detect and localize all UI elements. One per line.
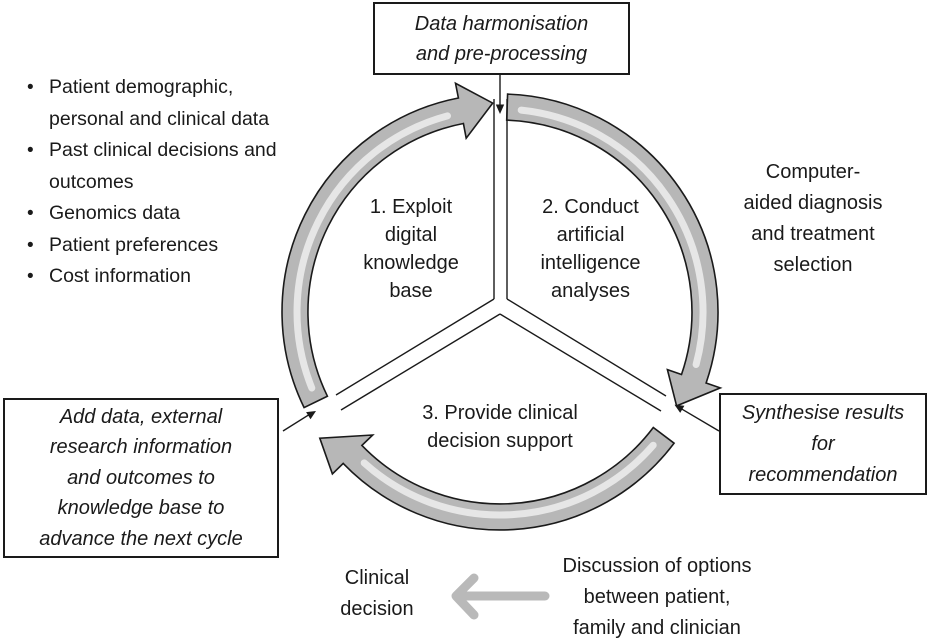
synthesise-results-line: recommendation [748,463,898,486]
data-harmonisation-box: Data harmonisation and pre-processing [373,2,630,75]
bullet-icon: • [27,140,34,161]
synthesise-results-line: Synthesise results [741,401,905,424]
bullet-icon: • [27,203,34,224]
list-item-text: Genomics data [49,202,181,224]
list-item: • Patient preferences [14,230,326,262]
clinical-decision-label: Clinical decision [340,567,414,620]
sector-divider-lines [335,99,667,412]
cycle-step-2-label: 2. Conduct artificial intelligence analy… [540,196,641,302]
cycle-step-1-label: 1. Exploit digital knowledge base [363,196,459,302]
bullet-icon: • [27,77,34,98]
data-inputs-list: • Patient demographic, personal and clin… [14,72,326,293]
list-item: • Genomics data [14,198,326,230]
bullet-icon: • [27,266,34,287]
left-connector-arrow [282,411,316,432]
add-data-box: Add data, external research information … [3,398,279,558]
add-data-line: Add data, external [59,405,223,428]
cycle-arrow-segment-3 [318,426,676,531]
list-item: • Cost information [14,261,326,293]
synthesise-results-line: for [811,432,835,455]
add-data-line: knowledge base to [57,497,225,520]
clinical-decision-arrow [451,573,550,620]
top-connector-arrow [495,75,505,114]
computer-aided-note: Computer- aided diagnosis and treatment … [743,161,883,276]
cycle-arrow-3-gloss [360,441,657,519]
cycle-arrow-2-gloss [517,106,707,368]
add-data-line: research information [49,436,233,459]
list-item-text: Cost information [49,265,191,287]
cycle-arrow-segment-1 [281,81,494,409]
data-harmonisation-line: Data harmonisation [414,12,589,35]
list-item-text: Patient demographic, personal and clinic… [49,76,270,130]
list-item-text: Past clinical decisions and outcomes [49,139,277,193]
discussion-note: Discussion of options between patient, f… [562,555,752,639]
cycle-arrow-1-gloss [293,112,451,392]
cycle-arrow-segment-2 [505,93,723,407]
list-item: • Patient demographic, personal and clin… [14,72,326,135]
right-connector-arrow [674,404,720,432]
add-data-line: advance the next cycle [39,527,243,550]
list-item: • Past clinical decisions and outcomes [14,135,326,198]
cycle-step-3-label: 3. Provide clinical decision support [422,402,578,452]
data-harmonisation-line: and pre-processing [415,42,588,65]
add-data-line: and outcomes to [67,466,215,489]
bullet-icon: • [27,234,34,256]
synthesise-results-box: Synthesise results for recommendation [719,393,927,495]
list-item-text: Patient preferences [49,233,219,256]
